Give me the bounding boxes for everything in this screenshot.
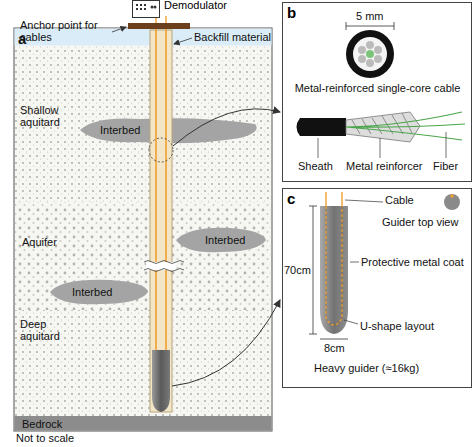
- part-label: U-shape layout: [360, 320, 434, 332]
- panel-letter: b: [287, 4, 296, 21]
- backfill-label: Backfill material: [194, 31, 271, 43]
- dimension-label: 70cm: [284, 264, 311, 276]
- layer-label: Deep aquitard: [20, 318, 80, 342]
- bedrock-label: Bedrock: [22, 418, 62, 430]
- part-label: Fiber: [433, 160, 458, 172]
- interbed-label: Interbed: [72, 286, 112, 298]
- part-label: Metal reinforcer: [346, 160, 422, 172]
- interbed-label: Interbed: [100, 124, 140, 136]
- part-label: Protective metal coat: [361, 256, 464, 268]
- device-label: Demodulator: [164, 0, 227, 11]
- dimension-label: 8cm: [324, 342, 345, 354]
- layer-label: Aquifer: [22, 236, 57, 248]
- part-label: Sheath: [298, 160, 333, 172]
- demodulator: Demodulator: [132, 0, 227, 18]
- part-label: Cable: [385, 194, 414, 206]
- panel-letter: c: [287, 190, 295, 207]
- layer-label: Shallow aquitard: [20, 104, 80, 128]
- part-label: Guider top view: [382, 216, 458, 228]
- interbed-label: Interbed: [205, 234, 245, 246]
- scale-note: Not to scale: [16, 432, 74, 444]
- demodulator-box: [132, 0, 160, 18]
- anchor-label: Anchor point for cables: [20, 19, 112, 43]
- dimension-label: 5 mm: [356, 10, 384, 22]
- guider-caption: Heavy guider (≈16kg): [314, 362, 419, 374]
- cable-caption: Metal-reinforced single-core cable: [285, 82, 470, 95]
